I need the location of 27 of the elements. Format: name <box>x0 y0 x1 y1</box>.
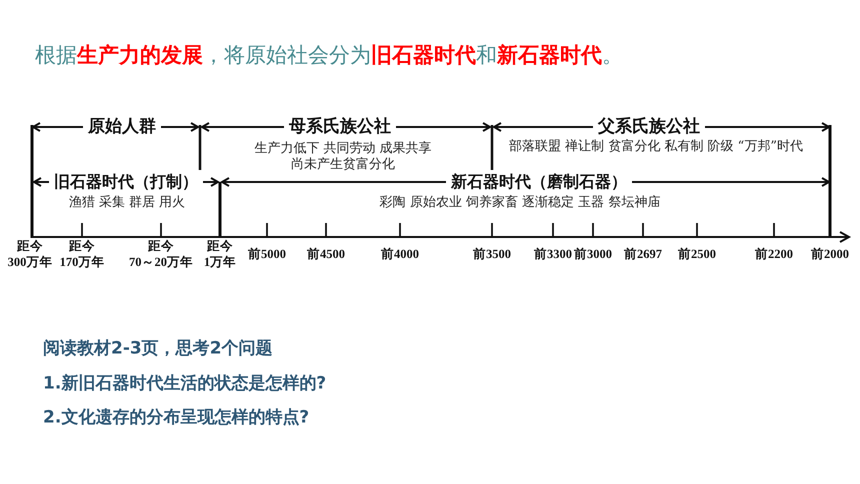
feature-text: 部落联盟 禅让制 贫富分化 私有制 阶级 “万邦”时代 <box>509 138 803 156</box>
prompt-text: 阅读教材2-3页，思考2个问题 <box>43 338 273 360</box>
era-label: 新石器时代（磨制石器） <box>451 172 627 192</box>
tick-label: 距今70～20万年 <box>129 238 193 270</box>
era-label: 旧石器时代（打制） <box>54 172 198 192</box>
tick-label: 距今1万年 <box>204 238 236 270</box>
tick-label: 距今170万年 <box>60 238 104 270</box>
heading-text: 根据生产力的发展，将原始社会分为旧石器时代和新石器时代。 <box>35 42 623 68</box>
tick-label: 前4500 <box>307 246 345 262</box>
tick-label: 前3300 <box>534 246 572 262</box>
tick-label: 距今300万年 <box>8 238 52 270</box>
period-label: 父系氏族公社 <box>598 116 700 138</box>
tick-label: 前5000 <box>248 246 286 262</box>
period-label: 母系氏族公社 <box>289 116 391 138</box>
tick-label: 前2000 <box>811 246 849 262</box>
tick-label: 前3500 <box>473 246 511 262</box>
feature-text: 生产力低下 共同劳动 成果共享尚未产生贫富分化 <box>253 140 433 174</box>
question-text: 1.新旧石器时代生活的状态是怎样的? <box>43 373 326 395</box>
tick-label: 前4000 <box>381 246 419 262</box>
tick-label: 前2500 <box>678 246 716 262</box>
tick-label: 前3000 <box>574 246 612 262</box>
feature-text: 彩陶 原始农业 饲养家畜 逐渐稳定 玉器 祭坛神庙 <box>380 194 660 212</box>
feature-text: 渔猎 采集 群居 用火 <box>68 194 186 212</box>
period-label: 原始人群 <box>88 116 156 138</box>
tick-label: 前2200 <box>755 246 793 262</box>
tick-label: 前2697 <box>624 246 662 262</box>
question-text: 2.文化遗存的分布呈现怎样的特点? <box>43 407 310 429</box>
